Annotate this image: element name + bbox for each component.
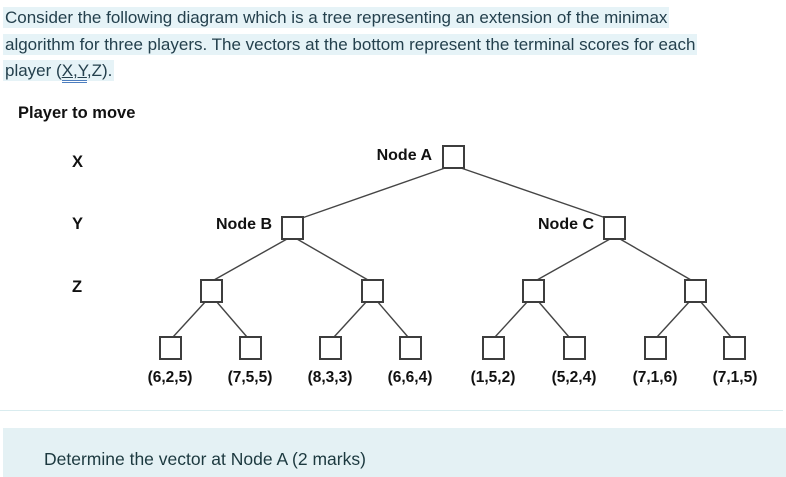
intro-line-3: player (X,Y,Z). xyxy=(3,58,697,85)
player-label-y: Y xyxy=(72,215,84,233)
tree-edge xyxy=(213,238,288,281)
node-c-box xyxy=(603,216,626,240)
z-level-box-2 xyxy=(361,279,384,303)
leaf-node-box-1 xyxy=(159,336,182,360)
question-prompt: Determine the vector at Node A (2 marks) xyxy=(44,449,366,469)
z-level-box-1 xyxy=(200,279,223,303)
leaf-node-box-3 xyxy=(319,336,342,360)
node-b-label: Node B xyxy=(216,216,272,233)
leaf-node-box-2 xyxy=(239,336,262,360)
intro-line3-prefix: player ( xyxy=(5,61,62,80)
tree-edge xyxy=(333,300,368,338)
tree-edge xyxy=(699,300,732,338)
section-divider xyxy=(0,410,783,411)
intro-line-1: Consider the following diagram which is … xyxy=(3,5,697,32)
highlighted-text: player (X,Y,Z). xyxy=(3,60,115,83)
node-a-label: Node A xyxy=(376,147,432,164)
tree-edge xyxy=(301,167,446,219)
terminal-vector-6: (5,2,4) xyxy=(551,369,597,386)
tree-edge xyxy=(172,300,207,338)
terminal-vector-5: (1,5,2) xyxy=(470,369,516,386)
player-to-move-heading: Player to move xyxy=(18,104,136,122)
tree-edge xyxy=(656,300,691,338)
player-label-z: Z xyxy=(72,278,83,296)
node-c-label: Node C xyxy=(538,216,594,233)
tree-edge xyxy=(296,238,369,281)
terminal-vector-1: (6,2,5) xyxy=(147,369,193,386)
tree-edge xyxy=(494,300,529,338)
node-a-box xyxy=(442,145,465,169)
highlighted-text: Consider the following diagram which is … xyxy=(3,7,670,28)
intro-line3-suffix: ,Z). xyxy=(86,61,113,80)
tree-edge xyxy=(619,238,692,281)
z-level-box-4 xyxy=(684,279,707,303)
leaf-node-box-4 xyxy=(399,336,422,360)
question-intro: Consider the following diagram which is … xyxy=(3,5,698,85)
terminal-vector-4: (6,6,4) xyxy=(387,369,433,386)
highlighted-text: algorithm for three players. The vectors… xyxy=(3,33,698,55)
leaf-node-box-6 xyxy=(563,336,586,360)
tree-edge xyxy=(537,300,570,338)
node-b-box xyxy=(281,216,304,240)
tree-edge xyxy=(215,300,248,338)
player-label-x: X xyxy=(72,153,84,171)
terminal-vector-8: (7,1,5) xyxy=(712,369,758,386)
terminal-vector-7: (7,1,6) xyxy=(632,369,678,386)
tree-edge xyxy=(376,300,409,338)
leaf-node-box-8 xyxy=(723,336,746,360)
leaf-node-box-7 xyxy=(644,336,667,360)
terminal-vector-3: (8,3,3) xyxy=(307,369,353,386)
z-level-box-3 xyxy=(522,279,545,303)
intro-line-2: algorithm for three players. The vectors… xyxy=(3,32,698,59)
leaf-node-box-5 xyxy=(482,336,505,360)
xyz-underlined-text: X,Y xyxy=(61,61,87,83)
tree-edge xyxy=(460,167,607,219)
terminal-vector-2: (7,5,5) xyxy=(227,369,273,386)
tree-edge xyxy=(536,238,611,281)
question-prompt-box: Determine the vector at Node A (2 marks) xyxy=(3,428,786,477)
